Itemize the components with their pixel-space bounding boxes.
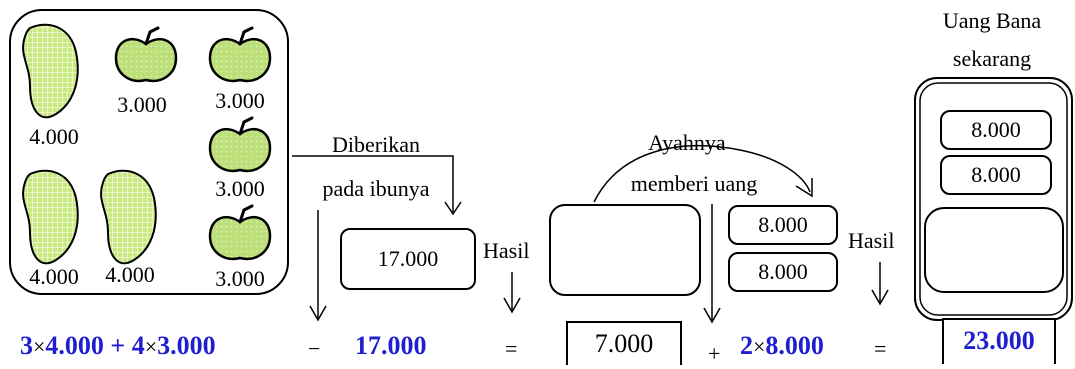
mango-icon (22, 169, 79, 265)
apple-icon (208, 26, 272, 83)
father-label-2: memberi uang (630, 171, 758, 196)
equation-equals-2: = (874, 336, 887, 361)
fruit-basket-frame (9, 9, 289, 295)
apple-price: 3.000 (117, 92, 167, 117)
equation-plus: + (708, 341, 721, 366)
apple-price: 3.000 (215, 176, 265, 201)
mango-price: 4.000 (105, 262, 155, 287)
equation-total-box: 23.000 (942, 318, 1056, 364)
mango-price: 4.000 (29, 124, 79, 149)
given-label-2: pada ibunya (322, 176, 430, 201)
father-money-note: 8.000 (728, 252, 838, 292)
mango-price: 4.000 (29, 264, 79, 289)
father-arrow (593, 144, 811, 203)
given-amount-box: 17.000 (340, 228, 476, 290)
mango-icon (100, 169, 157, 265)
equation-term1: 3×4.000 + 4×3.000 (20, 331, 216, 360)
equation-given: 17.000 (355, 331, 427, 360)
apple-icon (208, 204, 272, 261)
given-label: Diberikan (332, 132, 420, 157)
bana-money-label: Uang Bana (942, 8, 1042, 33)
equation-minus: − (308, 336, 321, 361)
apple-icon (208, 116, 272, 173)
final-money-note: 8.000 (940, 155, 1052, 195)
result-label-1: Hasil (483, 238, 530, 263)
apple-icon (114, 26, 178, 83)
bana-money-label-2: sekarang (952, 46, 1032, 71)
mango-icon (22, 23, 79, 119)
remaining-empty-box (549, 204, 701, 296)
final-empty-box (924, 207, 1064, 293)
equation-term3: 2×8.000 (740, 331, 824, 360)
given-arrow (292, 155, 454, 212)
equation-remaining: 7.000 (594, 329, 654, 358)
final-money-note: 8.000 (940, 110, 1052, 150)
result-label-2: Hasil (848, 228, 895, 253)
equation-remaining-box: 7.000 (566, 321, 682, 365)
apple-price: 3.000 (215, 88, 265, 113)
equation-equals: = (505, 336, 518, 361)
apple-price: 3.000 (215, 266, 265, 291)
equation-total: 23.000 (963, 326, 1035, 355)
father-label: Ayahnya (648, 130, 726, 155)
father-money-note: 8.000 (728, 205, 838, 245)
